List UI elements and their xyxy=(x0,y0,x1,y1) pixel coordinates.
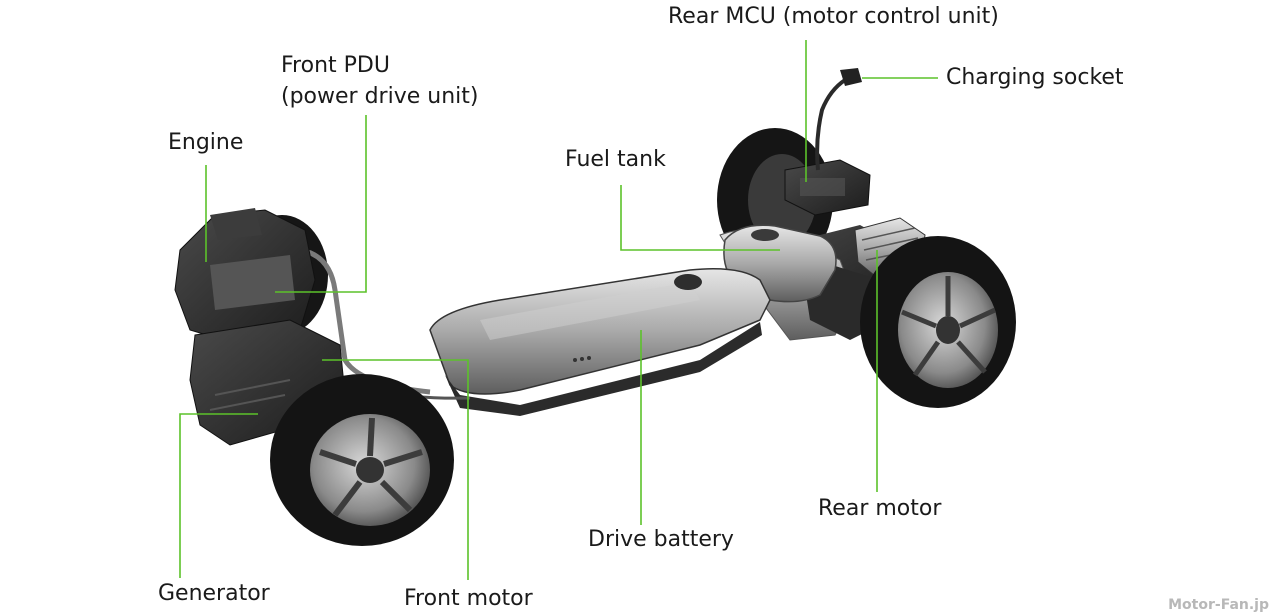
label-engine: Engine xyxy=(168,130,244,155)
charging-cable xyxy=(815,68,862,171)
leader-generator xyxy=(179,413,258,578)
leader-front-motor xyxy=(322,359,469,580)
drive-battery-shape xyxy=(429,268,771,416)
label-fuel-tank: Fuel tank xyxy=(565,147,666,172)
engine-shape xyxy=(174,208,316,346)
label-generator: Generator xyxy=(158,581,270,606)
leader-fuel-tank xyxy=(620,185,780,251)
leader-lines xyxy=(179,40,938,580)
label-front-pdu-line1: Front PDU xyxy=(281,53,390,78)
label-rear-motor: Rear motor xyxy=(818,496,942,521)
label-drive-battery: Drive battery xyxy=(588,527,734,552)
label-front-motor: Front motor xyxy=(404,586,533,611)
front-right-wheel xyxy=(270,374,454,546)
leader-front-pdu xyxy=(275,115,367,293)
label-front-pdu-line2: (power drive unit) xyxy=(281,84,479,109)
watermark: Motor-Fan.jp xyxy=(1168,597,1269,613)
rear-mcu-shape xyxy=(784,159,871,216)
label-charging-socket: Charging socket xyxy=(946,65,1124,90)
rear-right-wheel xyxy=(860,236,1016,408)
label-rear-mcu: Rear MCU (motor control unit) xyxy=(668,4,999,29)
